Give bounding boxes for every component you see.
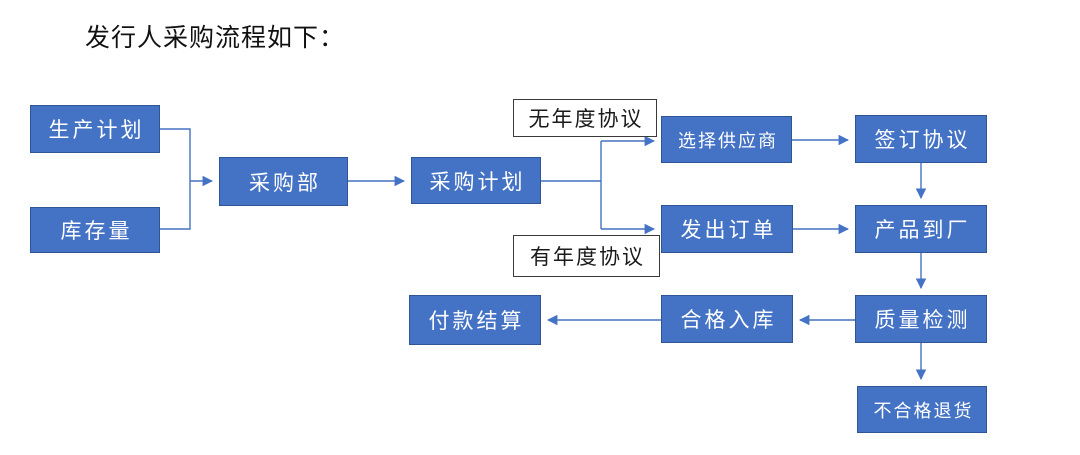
node-production-plan: 生产计划 <box>30 105 160 153</box>
edge-merge-bracket <box>160 128 191 230</box>
node-inventory: 库存量 <box>30 207 160 253</box>
node-sign-agreement: 签订协议 <box>855 115 987 163</box>
node-quality-inspection: 质量检测 <box>855 295 987 343</box>
node-unqualified-return: 不合格退货 <box>857 386 987 433</box>
page-title: 发行人采购流程如下： <box>85 25 346 52</box>
node-product-arrival: 产品到厂 <box>855 205 987 253</box>
branch-label-no-annual-agreement: 无年度协议 <box>513 99 657 137</box>
node-qualified-storage: 合格入库 <box>661 295 793 343</box>
node-select-supplier: 选择供应商 <box>661 116 792 163</box>
node-payment-settlement: 付款结算 <box>409 295 541 345</box>
branch-label-annual-agreement: 有年度协议 <box>513 235 660 277</box>
node-issue-order: 发出订单 <box>661 205 793 253</box>
node-purchasing-dept: 采购部 <box>219 157 348 206</box>
node-purchase-plan: 采购计划 <box>411 157 541 204</box>
